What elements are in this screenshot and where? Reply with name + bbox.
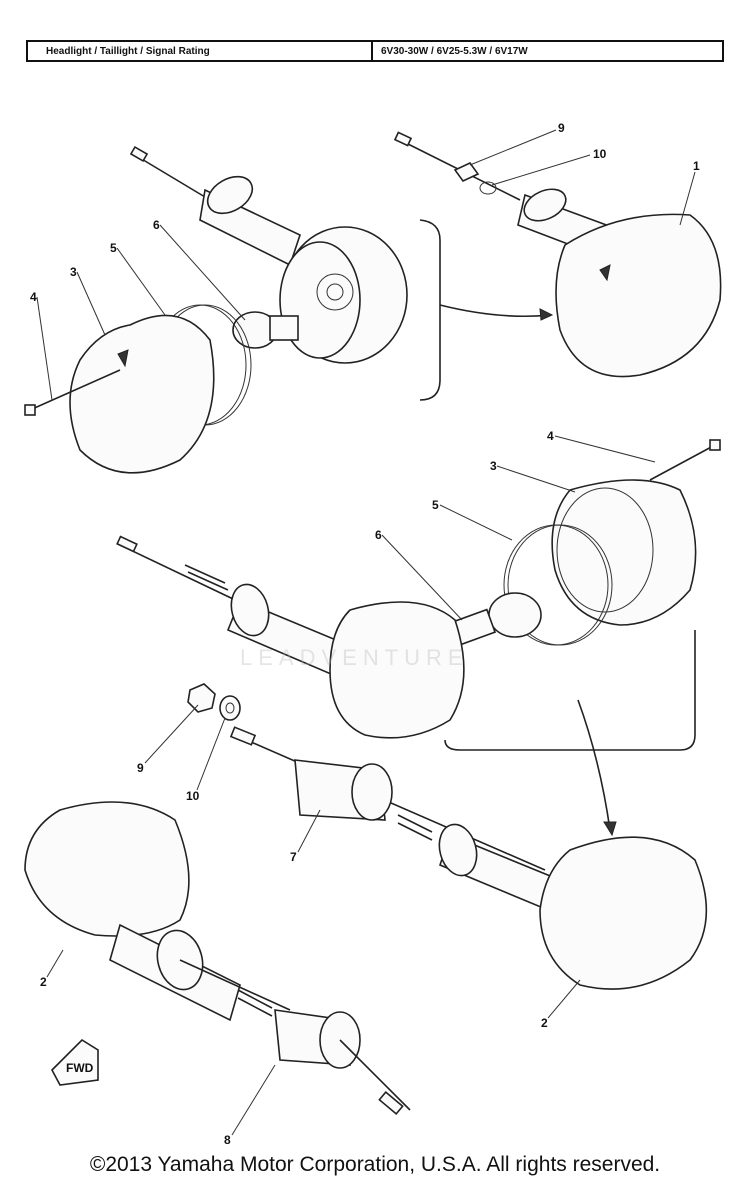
bottom-flasher-assembly — [24, 726, 708, 1116]
fwd-label: FWD — [66, 1061, 94, 1075]
callout-10-top: 10 — [593, 147, 607, 161]
callout-3-top: 3 — [70, 265, 77, 279]
callout-7: 7 — [290, 850, 297, 864]
callout-10-bottom: 10 — [186, 789, 200, 803]
callout-1: 1 — [693, 159, 700, 173]
callout-8: 8 — [224, 1133, 231, 1147]
callout-4-middle: 4 — [547, 429, 554, 443]
callout-9-top: 9 — [558, 121, 565, 135]
signal-rating-table: Headlight / Taillight / Signal Rating 6V… — [26, 40, 724, 62]
parts-diagram: FWD 1 9 10 6 5 3 4 4 3 5 6 9 10 7 2 2 8 — [24, 121, 722, 1147]
callout-6-middle: 6 — [375, 528, 382, 542]
callout-2-left: 2 — [40, 975, 47, 989]
middle-stalk-assembly — [116, 535, 465, 739]
watermark: LEADVENTURE — [240, 645, 469, 670]
callout-3-middle: 3 — [490, 459, 497, 473]
fwd-direction-marker: FWD — [51, 1038, 99, 1086]
callout-9-bottom: 9 — [137, 761, 144, 775]
copyright-notice: ©2013 Yamaha Motor Corporation, U.S.A. A… — [89, 1153, 661, 1176]
callout-4-top: 4 — [30, 290, 37, 304]
upper-left-flasher-assembly — [24, 145, 408, 474]
rating-value: 6V30-30W / 6V25-5.3W / 6V17W — [381, 45, 528, 57]
rating-label: Headlight / Taillight / Signal Rating — [28, 42, 373, 60]
callout-5-middle: 5 — [432, 498, 439, 512]
callout-2-right: 2 — [541, 1016, 548, 1030]
callout-5-top: 5 — [110, 241, 117, 255]
upper-right-flasher-assembly — [393, 131, 722, 378]
callout-6-top: 6 — [153, 218, 160, 232]
